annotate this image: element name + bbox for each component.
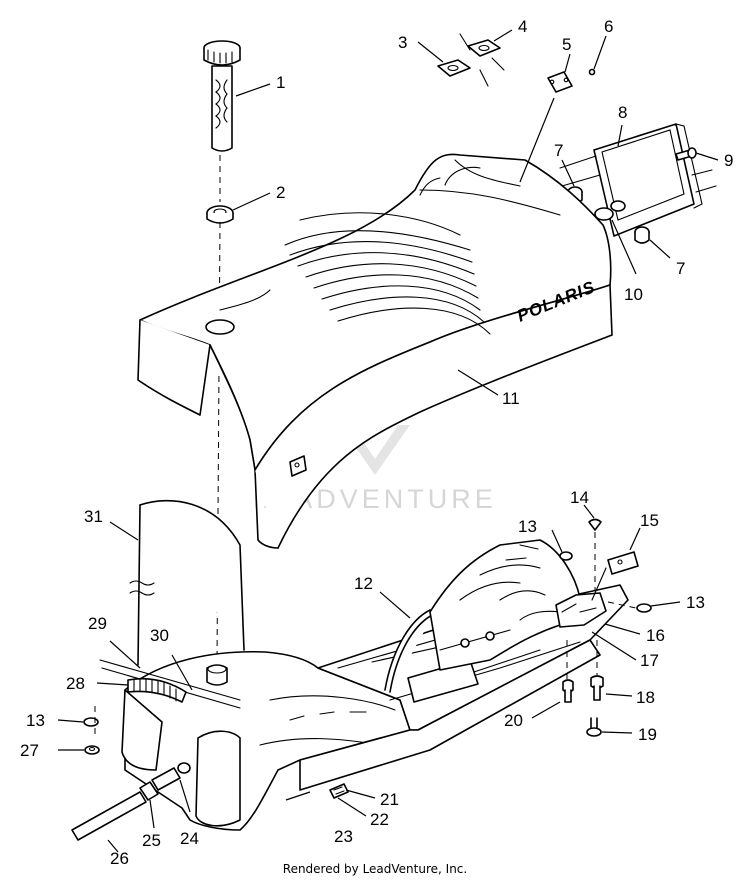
chassis-tunnel [299, 504, 681, 817]
callout-11: 11 [502, 389, 520, 408]
callout-30: 30 [150, 626, 169, 645]
callout-25: 25 [142, 831, 161, 850]
callout-2: 2 [276, 183, 285, 202]
bracket-5 [547, 53, 573, 93]
badge-plate-4 [459, 29, 513, 87]
screw-9 [675, 147, 719, 161]
callout-7-upper: 7 [554, 141, 563, 160]
callout-10: 10 [624, 285, 643, 304]
fuel-tube-31 [109, 499, 257, 668]
badge-plate-3 [417, 41, 471, 77]
callout-12: 12 [354, 574, 373, 593]
callout-20: 20 [504, 711, 523, 730]
fuel-line [71, 762, 191, 853]
fuel-tank [96, 640, 411, 831]
callout-29: 29 [88, 614, 107, 633]
callout-23: 23 [334, 827, 353, 846]
callout-labels: 1 2 3 4 5 6 7 7 8 9 10 11 12 13 13 13 14… [20, 17, 733, 868]
footer-credit: Rendered by LeadVenture, Inc. [282, 862, 468, 876]
callout-1: 1 [276, 73, 285, 92]
callout-6: 6 [604, 17, 613, 36]
callout-27: 27 [20, 741, 39, 760]
callout-21: 21 [380, 790, 399, 809]
callout-16: 16 [646, 626, 665, 645]
grommet-top [206, 192, 271, 224]
callout-9: 9 [724, 151, 733, 170]
callout-14: 14 [570, 488, 589, 507]
bulb-10 [594, 200, 637, 275]
callout-13-left: 13 [26, 711, 45, 730]
callout-13-right: 13 [686, 593, 705, 612]
callout-28: 28 [66, 674, 85, 693]
seat-cover: POLARIS [137, 97, 613, 549]
callout-18: 18 [636, 688, 655, 707]
callout-24: 24 [180, 829, 199, 848]
callout-8: 8 [618, 103, 627, 122]
callout-22: 22 [370, 810, 389, 829]
callout-13-upper: 13 [518, 517, 537, 536]
callout-3: 3 [398, 33, 407, 52]
callout-7-lower: 7 [676, 259, 685, 278]
fuel-gauge-cap [203, 40, 271, 152]
callout-31: 31 [84, 507, 103, 526]
callout-19: 19 [638, 725, 657, 744]
callout-26: 26 [110, 849, 129, 868]
callout-17: 17 [640, 651, 659, 670]
screw-6 [588, 35, 607, 76]
bulb-7-lower [634, 226, 671, 259]
callout-15: 15 [640, 511, 659, 530]
callout-4: 4 [518, 17, 527, 36]
callout-5: 5 [562, 35, 571, 54]
nut-13-left [57, 706, 99, 736]
washer-27 [58, 745, 100, 755]
